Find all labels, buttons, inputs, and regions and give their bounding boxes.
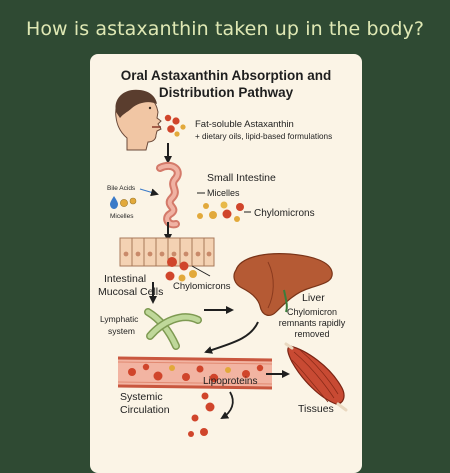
lymphatic-vessel-icon <box>144 308 202 350</box>
mucosal-label-line1: Intestinal <box>104 273 146 285</box>
liver-note-line3: removed <box>294 329 329 339</box>
arrow-lipoprotein-release <box>220 391 234 420</box>
lipoproteins-label: Lipoproteins <box>203 376 257 387</box>
mucosal-cells-icon <box>119 237 215 267</box>
liver-note-line1: Chylomicron <box>287 307 337 317</box>
micelle-particles-icon <box>197 201 244 222</box>
astaxanthin-drops-icon <box>164 114 186 137</box>
page-question: How is astaxanthin taken up in the body? <box>25 18 425 40</box>
lymphatic-label-line2: system <box>108 326 135 336</box>
muscle-tissue-icon <box>284 342 348 412</box>
micelles-right-label: Micelles <box>207 188 240 198</box>
liver-note-line2: remnants rapidly <box>279 318 346 328</box>
systemic-label-line2: Circulation <box>120 404 170 416</box>
systemic-label-line1: Systemic <box>120 391 163 403</box>
bile-droplets-icon <box>110 196 137 209</box>
diagram-title-line1: Oral Astaxanthin Absorption and <box>121 68 332 83</box>
liver-label: Liver <box>302 292 325 304</box>
arrow-liver-to-circulation <box>204 321 259 354</box>
small-intestine-icon <box>156 161 182 229</box>
blood-vessel-icon <box>117 356 273 390</box>
chylomicrons-cells-leader <box>191 265 211 277</box>
lipoprotein-particles-icon <box>188 392 215 437</box>
chylomicrons-right-label: Chylomicrons <box>254 208 315 219</box>
bile-acids-label: Bile Acids <box>107 185 136 192</box>
liver-icon <box>233 253 333 316</box>
lymphatic-label-line1: Lymphatic <box>100 314 139 324</box>
mucosal-label-line2: Mucosal Cells <box>98 286 163 298</box>
chylomicron-cluster-icon <box>165 257 197 282</box>
diagram-title-line2: Distribution Pathway <box>159 85 294 100</box>
intake-label-line2: + dietary oils, lipid-based formulations <box>195 132 332 141</box>
small-intestine-label: Small Intestine <box>207 172 276 184</box>
micelles-left-label: Micelles <box>110 213 134 220</box>
chylomicrons-cells-label: Chylomicrons <box>173 281 231 292</box>
person-head-icon <box>115 89 162 151</box>
bile-arrow <box>139 188 159 197</box>
tissues-label: Tissues <box>298 403 334 415</box>
intake-label-line1: Fat-soluble Astaxanthin <box>195 119 294 130</box>
